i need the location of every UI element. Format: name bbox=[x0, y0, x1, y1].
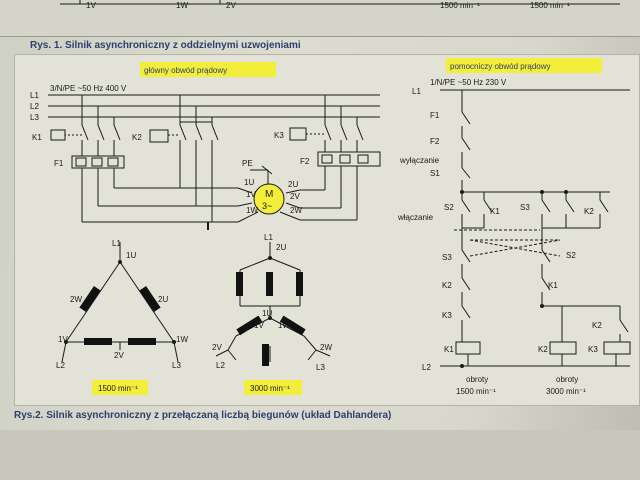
control-k3-contact-a: K3 bbox=[442, 311, 452, 320]
star-label-l2: L2 bbox=[216, 361, 225, 370]
control-s3-label-a: S3 bbox=[520, 203, 530, 212]
relay-f2-label: F2 bbox=[300, 157, 310, 166]
delta-label-l1: L1 bbox=[112, 239, 121, 248]
control-obroty-2: obroty bbox=[556, 375, 578, 384]
main-supply-label: 3/N/PE ~50 Hz 400 V bbox=[50, 84, 127, 93]
star-label-2v: 2V bbox=[212, 343, 222, 352]
control-f1-label: F1 bbox=[430, 111, 440, 120]
delta-speed: 1500 min⁻¹ bbox=[98, 384, 138, 393]
delta-label-1w: 1W bbox=[176, 335, 188, 344]
star-label-l3: L3 bbox=[316, 363, 325, 372]
figure-1-caption: Rys. 1. Silnik asynchroniczny z oddzieln… bbox=[30, 40, 301, 51]
delta-label-l2: L2 bbox=[56, 361, 65, 370]
control-s2-label-b: S2 bbox=[566, 251, 576, 260]
control-k3-coil-label: K3 bbox=[588, 345, 598, 354]
terminal-1v: 1V bbox=[246, 190, 256, 199]
terminal-1u: 1U bbox=[244, 178, 254, 187]
control-on-label: włączanie bbox=[397, 213, 434, 222]
star-label-1w: 1W bbox=[278, 321, 290, 330]
star-label-1u: 1U bbox=[262, 309, 272, 318]
previous-figure-fragment bbox=[60, 0, 620, 5]
control-line-l1: L1 bbox=[412, 87, 421, 96]
delta-label-1u: 1U bbox=[126, 251, 136, 260]
delta-label-1v: 1V bbox=[58, 335, 68, 344]
delta-label-2w: 2W bbox=[70, 295, 82, 304]
top-fragment-speed-a: 1500 min⁻¹ bbox=[440, 1, 480, 10]
top-fragment-1v: 1V bbox=[86, 1, 96, 10]
control-circuit-banner bbox=[446, 58, 602, 73]
control-speed-1: 1500 min⁻¹ bbox=[456, 387, 496, 396]
star-speed-badge bbox=[244, 380, 302, 395]
star-speed: 3000 min⁻¹ bbox=[250, 384, 290, 393]
control-k2-contact-c: K2 bbox=[592, 321, 602, 330]
figure-2-caption: Rys.2. Silnik asynchroniczny z przełącza… bbox=[14, 410, 392, 421]
control-f2-label: F2 bbox=[430, 137, 440, 146]
relay-f1-label: F1 bbox=[54, 159, 64, 168]
terminal-2w: 2W bbox=[290, 206, 302, 215]
delta-label-l3: L3 bbox=[172, 361, 181, 370]
control-k1-contact-b: K1 bbox=[548, 281, 558, 290]
star-label-2w: 2W bbox=[320, 343, 332, 352]
control-obroty-1: obroty bbox=[466, 375, 488, 384]
motor-label-m: M bbox=[265, 189, 273, 200]
contactor-k3-label: K3 bbox=[274, 131, 284, 140]
terminal-2u: 2U bbox=[288, 180, 298, 189]
main-circuit-banner bbox=[140, 62, 276, 77]
top-fragment-2v: 2V bbox=[226, 1, 236, 10]
main-circuit-banner-text: główny obwód prądowy bbox=[144, 66, 227, 75]
control-k2-contact-a: K2 bbox=[584, 207, 594, 216]
motor-label-phase: 3~ bbox=[262, 201, 272, 211]
page-bottom bbox=[0, 430, 640, 480]
top-fragment-speed-b: 1500 min⁻¹ bbox=[530, 1, 570, 10]
main-circuit bbox=[48, 94, 381, 230]
contactor-k1-label: K1 bbox=[32, 133, 42, 142]
control-circuit-banner-text: pomocniczy obwód prądowy bbox=[450, 62, 551, 71]
main-line-l3: L3 bbox=[30, 113, 39, 122]
contactor-k2-label: K2 bbox=[132, 133, 142, 142]
top-fragment-1w: 1W bbox=[176, 1, 188, 10]
previous-figure-strip bbox=[0, 0, 640, 37]
star-label-1v: 1V bbox=[254, 321, 264, 330]
delta-label-2u: 2U bbox=[158, 295, 168, 304]
star-connection bbox=[215, 242, 331, 362]
control-supply-label: 1/N/PE ~50 Hz 230 V bbox=[430, 78, 507, 87]
control-s1-label: S1 bbox=[430, 169, 440, 178]
control-k1-contact-a: K1 bbox=[490, 207, 500, 216]
windings bbox=[79, 272, 306, 366]
control-k1-coil-label: K1 bbox=[444, 345, 454, 354]
star-label-2u: 2U bbox=[276, 243, 286, 252]
motor-symbol bbox=[253, 183, 285, 215]
delta-speed-badge bbox=[92, 380, 148, 395]
control-circuit bbox=[440, 89, 631, 367]
filled-elements bbox=[64, 58, 602, 395]
star-label-l1: L1 bbox=[264, 233, 273, 242]
control-k2-contact-b: K2 bbox=[442, 281, 452, 290]
control-k2-coil-label: K2 bbox=[538, 345, 548, 354]
main-line-l2: L2 bbox=[30, 102, 39, 111]
control-speed-2: 3000 min⁻¹ bbox=[546, 387, 586, 396]
terminal-2v: 2V bbox=[290, 192, 300, 201]
control-s2-label: S2 bbox=[444, 203, 454, 212]
pe-label: PE bbox=[242, 159, 253, 168]
control-line-l2: L2 bbox=[422, 363, 431, 372]
terminal-1w: 1W bbox=[246, 206, 258, 215]
control-s3-label-b: S3 bbox=[442, 253, 452, 262]
main-line-l1: L1 bbox=[30, 91, 39, 100]
labels: 1V 1W 2V 1500 min⁻¹ 1500 min⁻¹ główny ob… bbox=[30, 1, 602, 396]
control-off-label: wyłączanie bbox=[399, 156, 440, 165]
delta-label-2v: 2V bbox=[114, 351, 124, 360]
